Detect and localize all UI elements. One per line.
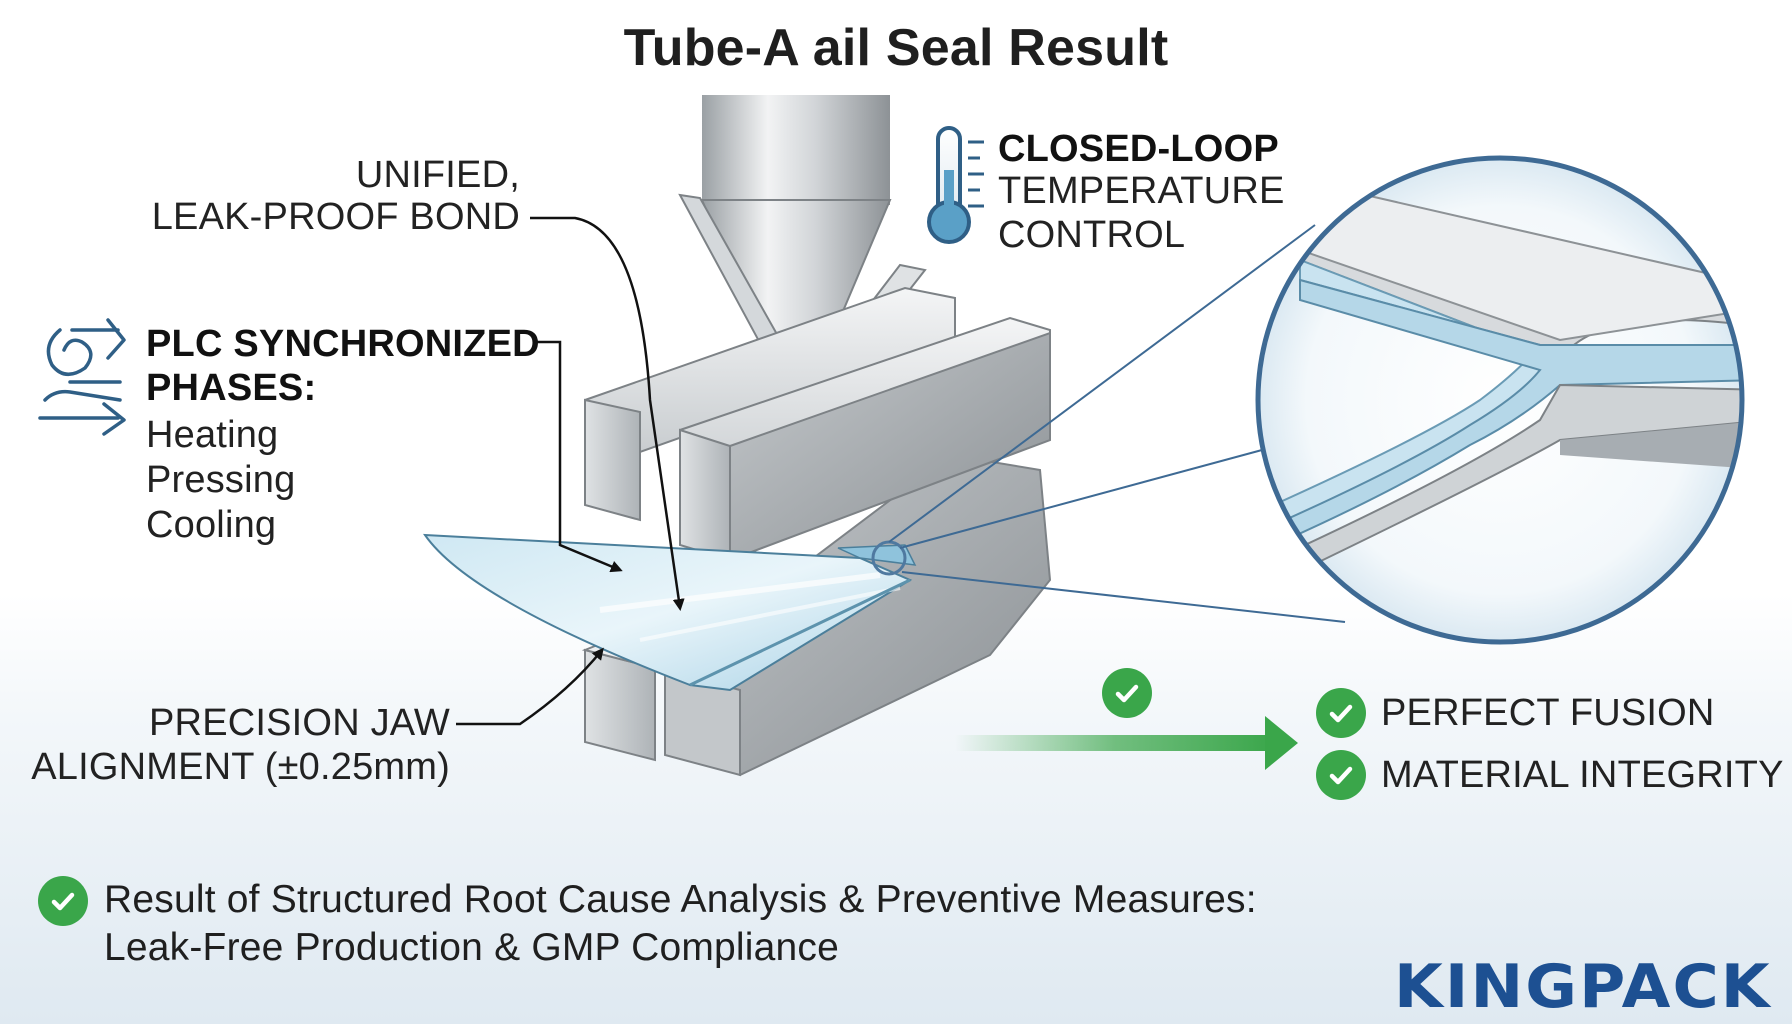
bond-label-line2: LEAK-PROOF BOND (151, 196, 520, 238)
checkmark-icon (1316, 688, 1366, 738)
result-material-integrity: MATERIAL INTEGRITY (1381, 754, 1784, 796)
temp-label-line2: TEMPERATURE (998, 170, 1285, 212)
summary-line2: Leak-Free Production & GMP Compliance (104, 926, 840, 969)
temp-label-line3: CONTROL (998, 214, 1186, 256)
magnifier-lines (888, 224, 1346, 623)
kingpack-logo: KINGPACK (1394, 952, 1772, 1022)
magnified-seal-view (1255, 155, 1745, 645)
thermometer-icon (927, 126, 984, 244)
jaw-label-line1: PRECISION JAW (149, 702, 450, 744)
result-arrow (955, 716, 1298, 770)
sealing-machine (423, 95, 1052, 777)
plc-label-line1: PLC SYNCHRONIZED (146, 323, 540, 365)
summary-line1: Result of Structured Root Cause Analysis… (104, 878, 1257, 921)
phase-flow-icon (38, 318, 126, 436)
page-title: Tube-A ail Seal Result (623, 19, 1169, 77)
checkmark-icon (1102, 668, 1152, 718)
phase-cooling: Cooling (146, 504, 277, 546)
callout-lines (456, 216, 685, 726)
jaw-label-line2: ALIGNMENT (±0.25mm) (31, 746, 450, 788)
heater-cylinder (702, 95, 890, 205)
bond-label-line1: UNIFIED, (355, 154, 520, 196)
phase-pressing: Pressing (146, 459, 296, 501)
result-perfect-fusion: PERFECT FUSION (1381, 692, 1715, 734)
checkmark-icon (38, 876, 88, 926)
phase-heating: Heating (146, 414, 279, 456)
checkmark-icon (1316, 750, 1366, 800)
temp-label-line1: CLOSED-LOOP (998, 128, 1279, 170)
plc-label-line2: PHASES: (146, 367, 317, 409)
